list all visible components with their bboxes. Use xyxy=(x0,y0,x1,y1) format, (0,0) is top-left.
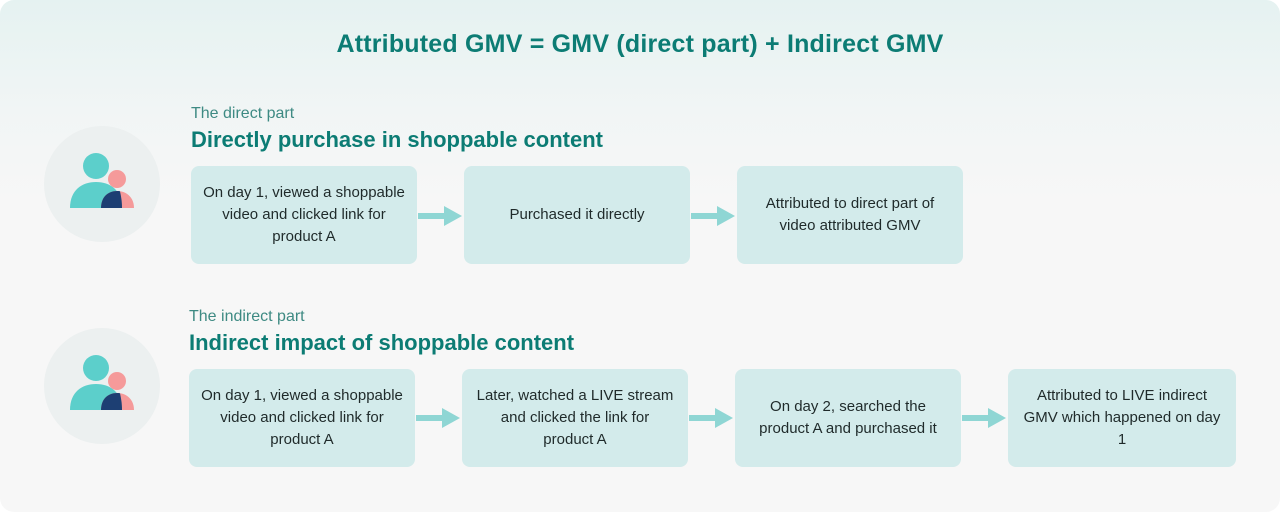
indirect-step-2: Later, watched a LIVE stream and clicked… xyxy=(462,369,688,467)
direct-subtitle: The direct part xyxy=(191,105,295,122)
indirect-step-4: Attributed to LIVE indirect GMV which ha… xyxy=(1008,369,1236,467)
direct-step-1: On day 1, viewed a shoppable video and c… xyxy=(191,166,417,264)
arrow-right-icon xyxy=(962,408,1006,428)
users-icon xyxy=(44,328,160,444)
arrow-right-icon xyxy=(689,408,733,428)
direct-step-2: Purchased it directly xyxy=(464,166,690,264)
indirect-step-1: On day 1, viewed a shoppable video and c… xyxy=(189,369,415,467)
indirect-subtitle: The indirect part xyxy=(189,308,305,325)
indirect-heading: Indirect impact of shoppable content xyxy=(189,330,575,355)
page-title: Attributed GMV = GMV (direct part) + Ind… xyxy=(336,30,944,58)
arrow-right-icon xyxy=(416,408,460,428)
indirect-step-3: On day 2, searched the product A and pur… xyxy=(735,369,961,467)
users-icon xyxy=(44,126,160,242)
direct-heading: Directly purchase in shoppable content xyxy=(191,127,603,152)
arrow-right-icon xyxy=(691,206,735,226)
direct-step-3: Attributed to direct part of video attri… xyxy=(737,166,963,264)
arrow-right-icon xyxy=(418,206,462,226)
